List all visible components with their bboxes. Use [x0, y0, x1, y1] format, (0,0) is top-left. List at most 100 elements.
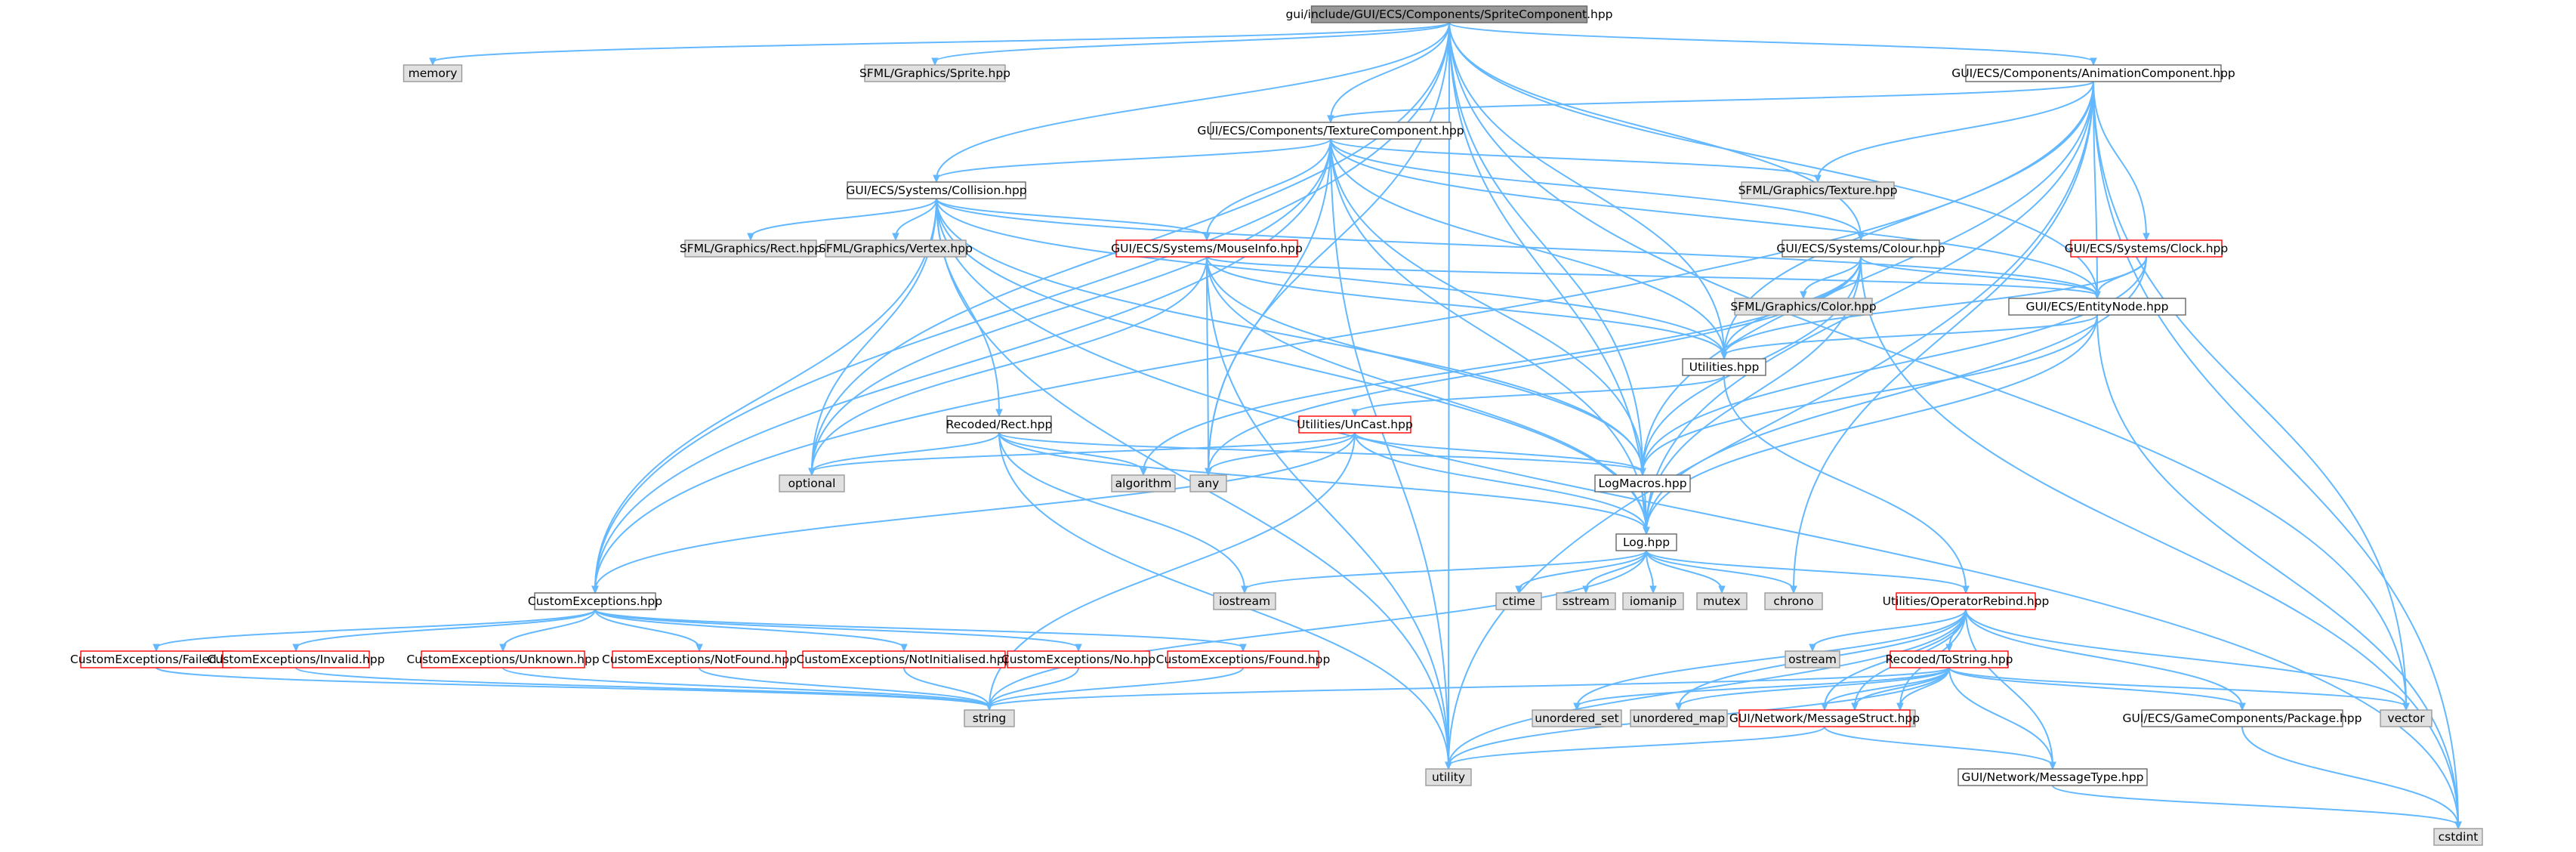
- node-iostream[interactable]: iostream: [1213, 592, 1276, 610]
- node-msgstruct[interactable]: GUI/Network/MessageStruct.hpp: [1729, 709, 1920, 727]
- node-box-collision[interactable]: [847, 181, 1026, 199]
- node-box-ce_found[interactable]: [1167, 650, 1319, 668]
- node-sfml_vertex[interactable]: SFML/Graphics/Vertex.hpp: [819, 239, 973, 258]
- node-iomanip[interactable]: iomanip: [1622, 592, 1684, 610]
- node-box-anim[interactable]: [1965, 64, 2222, 82]
- node-box-sstream[interactable]: [1556, 592, 1616, 610]
- node-box-optional[interactable]: [779, 474, 845, 492]
- node-cstdint[interactable]: cstdint: [2433, 828, 2483, 846]
- node-ce_invalid[interactable]: CustomExceptions/Invalid.hpp: [208, 650, 385, 668]
- node-box-customexc[interactable]: [534, 592, 656, 610]
- node-chrono[interactable]: chrono: [1764, 592, 1823, 610]
- node-sfml_sprite[interactable]: SFML/Graphics/Sprite.hpp: [859, 64, 1010, 82]
- node-package[interactable]: GUI/ECS/GameComponents/Package.hpp: [2123, 709, 2362, 727]
- node-logmacros[interactable]: LogMacros.hpp: [1594, 474, 1691, 492]
- node-sfml_texture[interactable]: SFML/Graphics/Texture.hpp: [1738, 181, 1898, 199]
- node-box-ctime[interactable]: [1495, 592, 1542, 610]
- node-customexc[interactable]: CustomExceptions.hpp: [528, 592, 662, 610]
- node-box-clock[interactable]: [2070, 239, 2223, 258]
- node-ctime[interactable]: ctime: [1495, 592, 1542, 610]
- node-box-texture[interactable]: [1210, 122, 1452, 140]
- node-box-sfml_color[interactable]: [1734, 298, 1873, 316]
- node-recrect[interactable]: Recoded/Rect.hpp: [946, 415, 1053, 434]
- node-box-vector[interactable]: [2380, 709, 2433, 727]
- node-ce_notfound[interactable]: CustomExceptions/NotFound.hpp: [602, 650, 797, 668]
- node-box-root[interactable]: [1310, 5, 1588, 23]
- node-box-recrect[interactable]: [946, 415, 1052, 434]
- node-box-ce_notfound[interactable]: [612, 650, 787, 668]
- node-box-memory[interactable]: [403, 64, 463, 82]
- node-box-msgstruct[interactable]: [1738, 709, 1911, 727]
- node-box-mouseinfo[interactable]: [1115, 239, 1298, 258]
- node-mutex[interactable]: mutex: [1696, 592, 1748, 610]
- node-box-sfml_rect[interactable]: [684, 239, 817, 258]
- node-utility[interactable]: utility: [1425, 768, 1472, 786]
- node-box-sfml_vertex[interactable]: [825, 239, 967, 258]
- node-box-unordered_set[interactable]: [1532, 709, 1622, 727]
- node-sstream[interactable]: sstream: [1556, 592, 1616, 610]
- node-root[interactable]: gui/include/GUI/ECS/Components/SpriteCom…: [1285, 5, 1613, 23]
- node-ce_no[interactable]: CustomExceptions/No.hpp: [1001, 650, 1155, 668]
- node-sfml_rect[interactable]: SFML/Graphics/Rect.hpp: [680, 239, 822, 258]
- node-box-chrono[interactable]: [1764, 592, 1823, 610]
- node-log[interactable]: Log.hpp: [1615, 533, 1677, 551]
- node-unordered_set[interactable]: unordered_set: [1532, 709, 1622, 727]
- node-box-logmacros[interactable]: [1594, 474, 1691, 492]
- node-mouseinfo[interactable]: GUI/ECS/Systems/MouseInfo.hpp: [1111, 239, 1303, 258]
- node-box-any[interactable]: [1189, 474, 1227, 492]
- node-box-algorithm[interactable]: [1111, 474, 1176, 492]
- node-box-package[interactable]: [2141, 709, 2343, 727]
- node-unordered_map[interactable]: unordered_map: [1630, 709, 1728, 727]
- node-box-entitynode[interactable]: [2008, 298, 2186, 316]
- node-box-utility[interactable]: [1425, 768, 1472, 786]
- edge-utilities-to-oprebind: [1723, 375, 1967, 591]
- node-anim[interactable]: GUI/ECS/Components/AnimationComponent.hp…: [1951, 64, 2235, 82]
- edge-texture-to-colour: [1330, 138, 1862, 238]
- edge-oprebind-to-unordered_set: [1576, 609, 1967, 708]
- node-box-ce_no[interactable]: [1007, 650, 1150, 668]
- node-tostring[interactable]: Recoded/ToString.hpp: [1885, 650, 2013, 668]
- node-string[interactable]: string: [964, 709, 1015, 727]
- node-box-ce_notinit[interactable]: [802, 650, 1006, 668]
- node-box-iostream[interactable]: [1213, 592, 1276, 610]
- node-sfml_color[interactable]: SFML/Graphics/Color.hpp: [1730, 298, 1877, 316]
- node-box-ostream[interactable]: [1785, 650, 1840, 668]
- node-clock[interactable]: GUI/ECS/Systems/Clock.hpp: [2065, 239, 2228, 258]
- node-ce_unknown[interactable]: CustomExceptions/Unknown.hpp: [406, 650, 600, 668]
- node-oprebind[interactable]: Utilities/OperatorRebind.hpp: [1883, 592, 2050, 610]
- node-box-uncast[interactable]: [1298, 415, 1411, 434]
- node-box-log[interactable]: [1615, 533, 1677, 551]
- node-box-colour[interactable]: [1782, 239, 1940, 258]
- node-memory[interactable]: memory: [403, 64, 463, 82]
- node-box-msgtype[interactable]: [1957, 768, 2148, 786]
- node-optional[interactable]: optional: [779, 474, 845, 492]
- node-entitynode[interactable]: GUI/ECS/EntityNode.hpp: [2008, 298, 2186, 316]
- node-colour[interactable]: GUI/ECS/Systems/Colour.hpp: [1776, 239, 1945, 258]
- node-box-cstdint[interactable]: [2433, 828, 2483, 846]
- node-any[interactable]: any: [1189, 474, 1227, 492]
- node-box-string[interactable]: [964, 709, 1015, 727]
- node-box-ce_invalid[interactable]: [222, 650, 370, 668]
- node-collision[interactable]: GUI/ECS/Systems/Collision.hpp: [846, 181, 1027, 199]
- node-box-oprebind[interactable]: [1896, 592, 2036, 610]
- node-ostream[interactable]: ostream: [1785, 650, 1840, 668]
- node-msgtype[interactable]: GUI/Network/MessageType.hpp: [1957, 768, 2148, 786]
- node-box-utilities[interactable]: [1682, 358, 1766, 376]
- node-box-ce_unknown[interactable]: [421, 650, 585, 668]
- node-texture[interactable]: GUI/ECS/Components/TextureComponent.hpp: [1197, 122, 1464, 140]
- node-ce_found[interactable]: CustomExceptions/Found.hpp: [1156, 650, 1331, 668]
- node-algorithm[interactable]: algorithm: [1111, 474, 1176, 492]
- node-box-mutex[interactable]: [1696, 592, 1748, 610]
- node-vector[interactable]: vector: [2380, 709, 2433, 727]
- node-box-tostring[interactable]: [1890, 650, 2009, 668]
- arrowhead-collision-to-mouseinfo: [1203, 233, 1211, 242]
- node-box-sfml_sprite[interactable]: [864, 64, 1006, 82]
- node-box-sfml_texture[interactable]: [1741, 181, 1895, 199]
- node-utilities[interactable]: Utilities.hpp: [1682, 358, 1766, 376]
- edge-entitynode-to-utilities: [1723, 314, 2098, 357]
- node-box-unordered_map[interactable]: [1630, 709, 1728, 727]
- edge-entitynode-to-logmacros: [1642, 314, 2098, 473]
- node-uncast[interactable]: Utilities/UnCast.hpp: [1297, 415, 1413, 434]
- node-box-iomanip[interactable]: [1622, 592, 1684, 610]
- node-ce_notinit[interactable]: CustomExceptions/NotInitialised.hpp: [796, 650, 1012, 668]
